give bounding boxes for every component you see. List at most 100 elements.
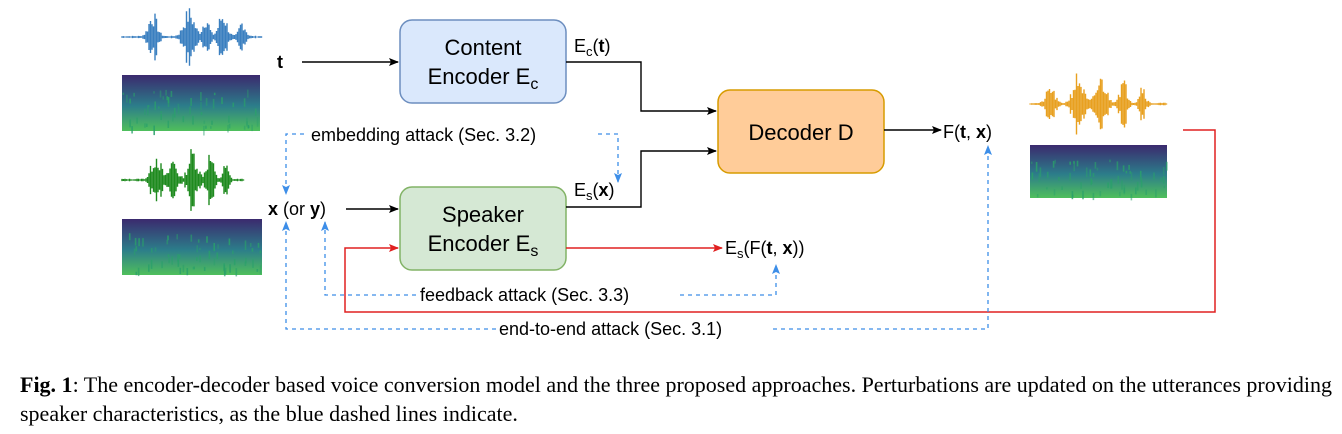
spectrogram-streak [1073, 160, 1075, 164]
spectrogram-streak [232, 250, 234, 255]
spectrogram-streak [1140, 177, 1143, 182]
spectrogram-streak [228, 115, 230, 123]
spectrogram-streak [160, 114, 162, 120]
spectrogram-streak [192, 266, 195, 270]
spectrogram-streak [166, 239, 169, 245]
end-to-end-attack-label: end-to-end attack (Sec. 3.1) [499, 319, 722, 339]
spectrogram-streak [228, 123, 231, 129]
spectrogram-streak [259, 265, 262, 275]
spectrogram-streak [1058, 176, 1060, 181]
spectrogram-streak [147, 105, 150, 108]
diagram-canvas: Content Encoder Ec Speaker Encoder Es De… [121, 8, 1216, 339]
spectrogram-streak [190, 234, 193, 242]
data-flow-arrows [302, 58, 942, 213]
spectrogram-streak [171, 256, 173, 265]
feedback-attack-right [680, 264, 780, 296]
spectrogram-streak [211, 120, 213, 125]
spectrogram-streak [1053, 189, 1056, 196]
spectrogram-streak [217, 244, 219, 249]
spectrogram-streak [224, 270, 226, 276]
spectrogram-streak [1089, 169, 1092, 177]
spectrogram-streak [1092, 192, 1095, 201]
spectrogram-streak [1121, 180, 1123, 190]
spectrogram-streak [1140, 181, 1143, 188]
spectrogram-streak [196, 257, 198, 261]
spectrogram-streak [154, 101, 156, 111]
spectrogram-streak [213, 92, 216, 96]
spectrogram-streak [200, 101, 202, 111]
spectrogram-streak [148, 264, 150, 272]
ec-output-label: Ec(t) [574, 36, 611, 59]
spectrogram-streak [147, 105, 149, 116]
spectrogram-streak [122, 92, 125, 95]
spectrogram-streak [1129, 170, 1131, 174]
spectrogram-streak [177, 254, 179, 262]
spectrogram-streak [178, 254, 181, 259]
spectrogram-streak [133, 248, 136, 256]
spectrogram-streak [1107, 182, 1109, 189]
es-output-label: Es(x) [574, 180, 615, 203]
spectrogram-streak [257, 242, 260, 248]
spectrogram-streak [252, 259, 254, 268]
output-waveform [1029, 73, 1168, 135]
embedding-attack-left [282, 133, 304, 195]
spectrogram-streak [221, 97, 223, 105]
spectrogram-streak [135, 246, 138, 252]
spectrogram-streak [213, 258, 216, 266]
spectrogram-streak [228, 238, 231, 246]
spectrogram-streak [251, 248, 254, 252]
spectrogram-streak [199, 255, 201, 263]
spectrogram-streak [133, 92, 135, 97]
spectrogram-streak [177, 107, 180, 115]
spectrogram-streak [1130, 172, 1133, 181]
spectrogram-streak [1109, 159, 1111, 163]
spectrogram-streak [1160, 177, 1163, 182]
spectrogram-streak [203, 120, 206, 124]
feedback-attack-left [321, 221, 416, 296]
arrow-content-to-decoder [566, 61, 717, 115]
spectrogram-streak [182, 264, 185, 273]
spectrogram-streak [144, 108, 146, 115]
spectrogram-streak [160, 111, 162, 114]
spectrogram-streak [1130, 193, 1133, 201]
spectrogram-streak [190, 98, 192, 106]
spectrogram-streak [223, 265, 226, 271]
spectrogram-streak [1054, 159, 1056, 164]
spectrogram-streak [205, 125, 207, 129]
spectrogram-streak [134, 238, 137, 246]
spectrogram-streak [1111, 179, 1113, 189]
spectrogram-streak [1155, 189, 1157, 198]
spectrogram-streak [129, 119, 131, 128]
spectrogram-streak [128, 233, 131, 241]
end-to-end-attack-right [773, 145, 992, 330]
spectrogram-streak [1038, 173, 1041, 183]
spectrogram-streak [216, 252, 219, 260]
red-feedback-loop [344, 129, 1216, 313]
output-spectrogram [1030, 145, 1168, 201]
spectrogram-streak [1076, 160, 1079, 167]
spectrogram-streak [1110, 179, 1112, 189]
spectrogram-streak [210, 126, 212, 129]
spectrogram-streak [197, 239, 200, 243]
spectrogram-streak [1061, 186, 1063, 190]
spectrogram-streak [1119, 191, 1121, 197]
spectrogram-streak [247, 124, 250, 129]
spectrogram-streak [126, 94, 128, 103]
spectrogram-streak [1090, 178, 1092, 186]
red-paths [344, 129, 1216, 313]
spectrogram-streak [172, 113, 174, 122]
spectrogram-streak [1153, 172, 1155, 180]
spectrogram-streak [246, 121, 248, 125]
speaker-encoder-line1: Speaker [442, 202, 524, 227]
spectrogram-streak [135, 271, 138, 276]
spectrogram-streak [1135, 187, 1137, 195]
spectrogram-streak [167, 120, 170, 128]
spectrogram-streak [153, 91, 155, 94]
spectrogram-streak [254, 108, 257, 116]
spectrogram-streak [227, 125, 229, 133]
spectrogram-streak [1094, 162, 1097, 169]
content-encoder-block: Content Encoder Ec [399, 19, 567, 104]
spectrogram-streak [205, 98, 208, 106]
spectrogram-streak [1046, 187, 1048, 190]
spectrogram-streak [1035, 162, 1038, 172]
